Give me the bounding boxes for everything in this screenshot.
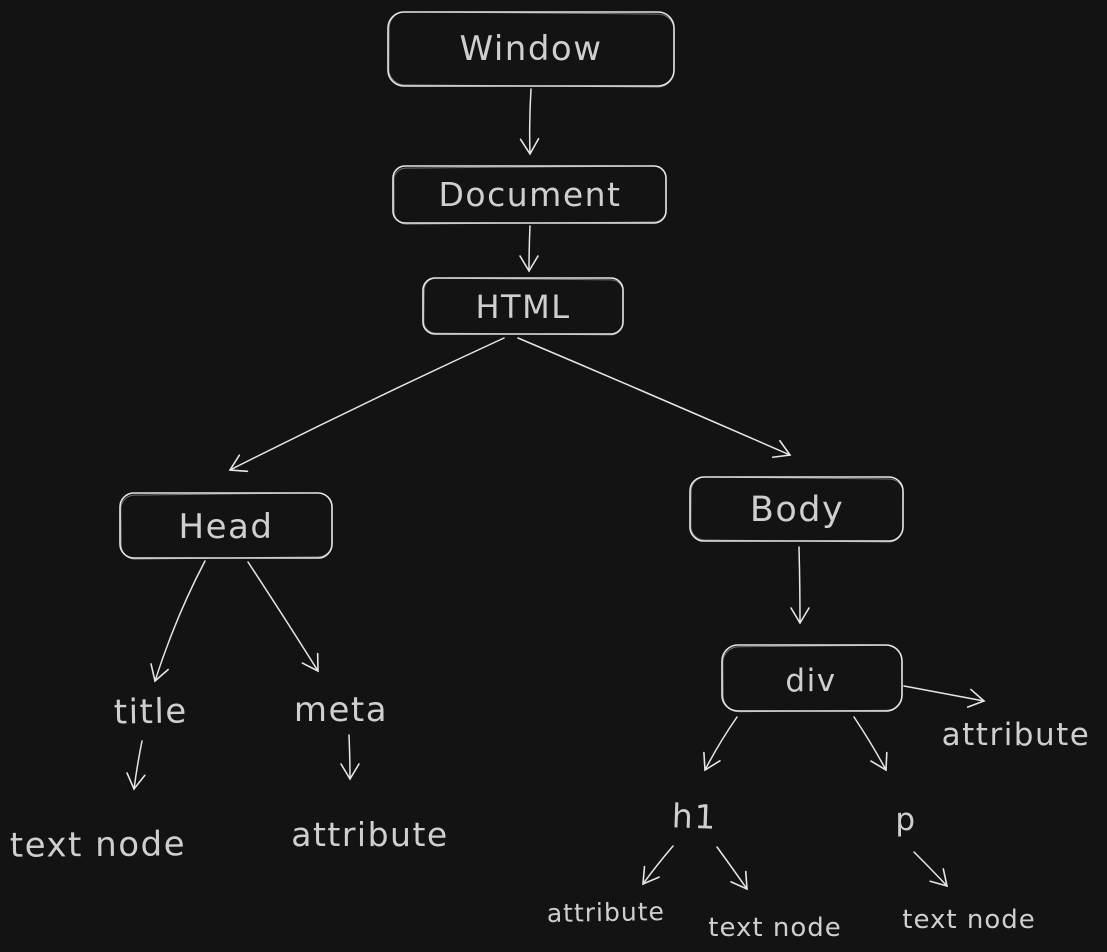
node-head: Head xyxy=(119,492,333,560)
edge-div-p xyxy=(853,716,888,772)
p-text-node-label: text node xyxy=(902,905,1035,935)
edge-h1-attribute xyxy=(642,845,674,886)
head-box-sketch xyxy=(120,492,333,560)
edge-div-attribute xyxy=(903,685,986,708)
body-label: Body xyxy=(750,490,844,530)
div-attribute-label: attribute xyxy=(942,717,1091,753)
node-window: Window xyxy=(387,11,675,88)
h1-attribute-label: attribute xyxy=(547,897,666,928)
edges xyxy=(126,88,986,891)
document-box xyxy=(392,165,667,224)
h1-label: h1 xyxy=(671,796,717,837)
edge-p-textnode xyxy=(913,851,949,888)
document-label: Document xyxy=(439,175,622,214)
div-box-sketch xyxy=(722,644,903,713)
edge-div-h1 xyxy=(703,716,738,772)
title-label: title xyxy=(113,691,188,732)
window-label: Window xyxy=(459,29,602,69)
edge-h1-textnode xyxy=(716,846,748,891)
edge-head-title xyxy=(150,560,206,683)
window-box-sketch xyxy=(388,11,675,88)
edge-meta-attribute xyxy=(340,734,360,781)
edge-document-html xyxy=(519,225,539,273)
document-box-sketch xyxy=(393,165,667,225)
body-box-sketch xyxy=(690,476,904,543)
node-document: Document xyxy=(392,165,667,225)
div-box xyxy=(721,644,903,712)
html-box xyxy=(422,277,624,335)
div-label: div xyxy=(785,663,836,699)
head-label: Head xyxy=(179,507,274,547)
node-body: Body xyxy=(689,476,904,543)
head-box xyxy=(119,492,333,559)
window-box xyxy=(387,11,675,87)
title-text-node-label: text node xyxy=(10,824,187,866)
meta-label: meta xyxy=(294,690,388,730)
meta-attribute-label: attribute xyxy=(291,815,448,854)
node-div: div xyxy=(721,644,903,713)
edge-body-div xyxy=(790,546,810,625)
edge-html-body xyxy=(517,337,792,459)
edge-title-textnode xyxy=(126,740,146,791)
edge-html-head xyxy=(228,337,505,473)
h1-text-node-label: text node xyxy=(708,913,841,943)
edge-window-document xyxy=(519,88,540,156)
body-box xyxy=(689,476,904,542)
html-box-sketch xyxy=(423,277,624,336)
html-label: HTML xyxy=(475,288,570,326)
node-html: HTML xyxy=(422,277,624,336)
p-label: p xyxy=(895,802,916,838)
edge-head-meta xyxy=(247,561,319,673)
